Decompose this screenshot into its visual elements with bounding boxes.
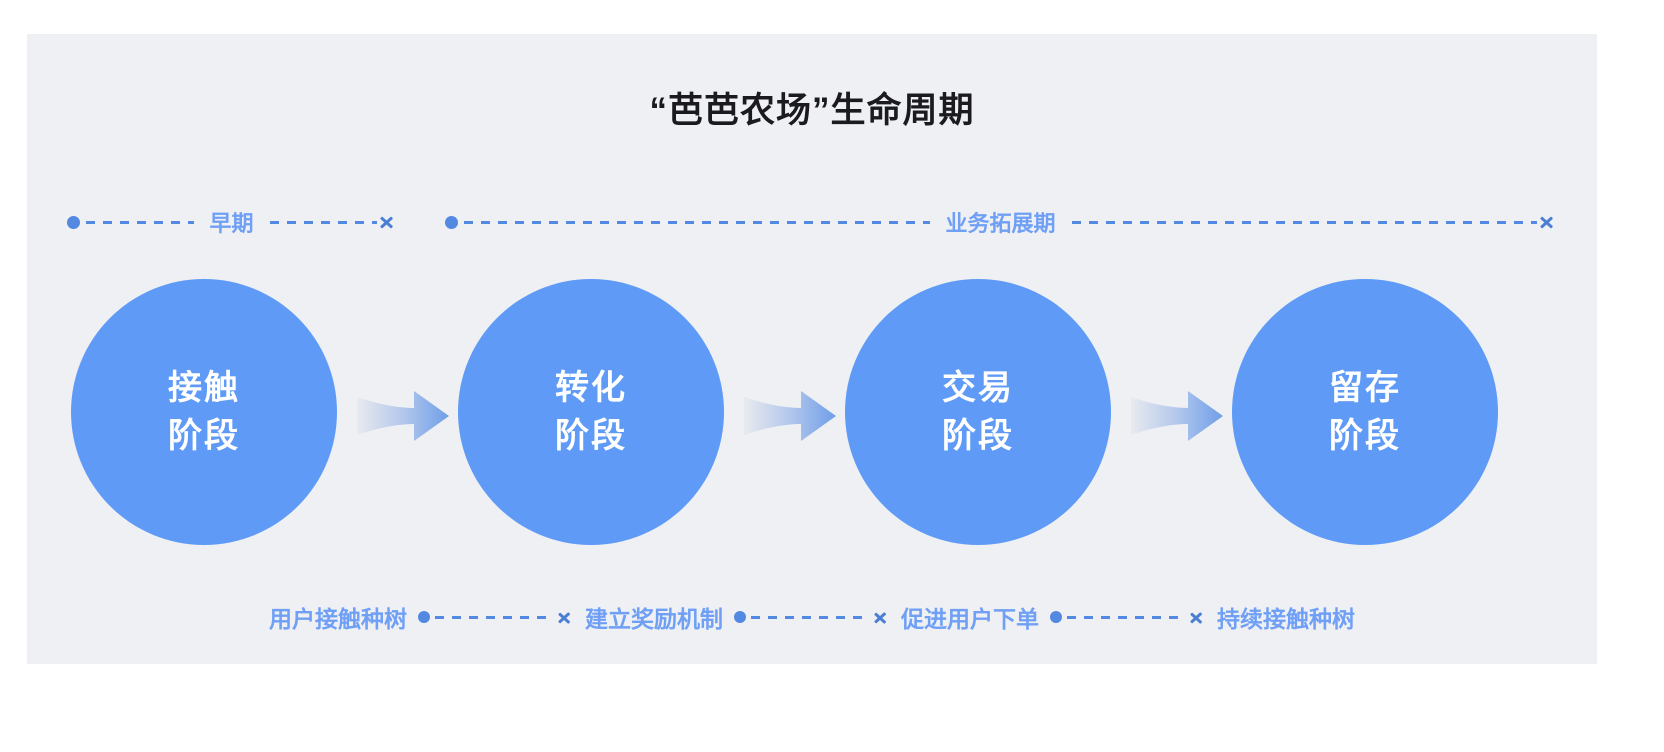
caption-flow: 用户接触种树 建立奖励机制 促进用户下单 持续接触种树 [27,590,1597,644]
caption-connector-1 [407,608,585,627]
chevron-right-icon [1541,212,1557,232]
stage-circle-contact[interactable]: 接触 阶段 [71,279,337,545]
stage-label-line2: 阶段 [168,417,240,455]
dot-icon [445,215,458,229]
arrow-right-gradient-icon [1131,387,1223,445]
timeline: 早期 业务拓展期 [27,194,1597,250]
chevron-right-icon [559,608,574,627]
caption-label-1: 用户接触种树 [269,606,407,632]
stage-label-line1: 交易 [942,368,1014,407]
dashed-line [86,220,194,224]
stage-label-line1: 接触 [168,368,240,407]
dashed-line [269,220,378,224]
dashed-line [464,220,930,224]
caption-label-2: 建立奖励机制 [585,606,723,632]
stage-label-line1: 转化 [555,368,627,407]
stage-label-line2: 阶段 [1329,417,1401,455]
dot-icon [67,215,80,229]
dashed-line [1071,220,1538,224]
caption-label-3: 促进用户下单 [901,606,1039,632]
timeline-label-early: 早期 [209,211,254,236]
lifecycle-diagram-panel: “芭芭农场”生命周期 早期 业务拓展期 接触 阶段 [27,34,1597,664]
dot-icon [1050,611,1062,623]
arrow-right-gradient-icon [744,387,836,445]
stage-row: 接触 阶段 转化 阶段 [27,279,1597,569]
timeline-segment-expansion: 业务拓展期 [445,194,1557,250]
stage-label-line2: 阶段 [942,417,1014,455]
stage-circle-conversion[interactable]: 转化 阶段 [458,279,724,545]
dot-icon [734,611,746,623]
dashed-line [1067,615,1186,619]
stage-circle-retention[interactable]: 留存 阶段 [1232,279,1498,545]
timeline-segment-early: 早期 [67,194,397,250]
dashed-line [435,615,554,619]
stage-label-line2: 阶段 [555,417,627,455]
page-title: “芭芭农场”生命周期 [649,91,975,130]
stage-label-line1: 留存 [1329,368,1401,407]
chevron-right-icon [381,212,397,232]
stage-circle-transaction[interactable]: 交易 阶段 [845,279,1111,545]
dot-icon [418,611,430,623]
caption-label-4: 持续接触种树 [1217,606,1355,632]
caption-connector-2 [723,608,901,627]
timeline-label-expansion: 业务拓展期 [945,211,1056,236]
caption-connector-3 [1039,608,1217,627]
arrow-right-gradient-icon [357,387,449,445]
chevron-right-icon [875,608,890,627]
dashed-line [751,615,870,619]
chevron-right-icon [1191,608,1206,627]
